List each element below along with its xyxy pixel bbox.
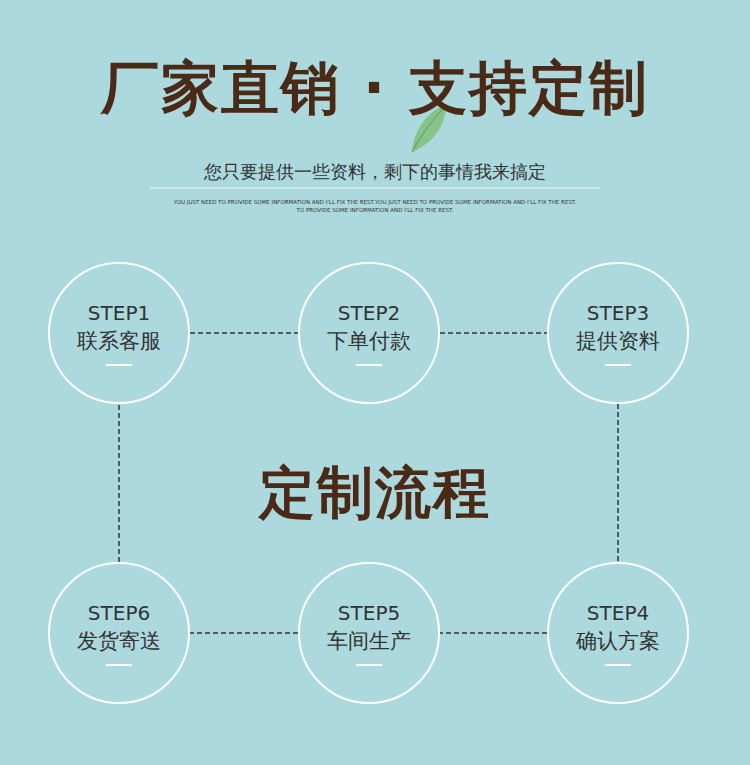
step-circle: STEP1联系客服: [48, 262, 190, 404]
dashed-connector: [440, 333, 547, 334]
dashed-connector: [119, 404, 120, 562]
step-circle: STEP5车间生产: [298, 562, 440, 704]
step-name: 联系客服: [77, 326, 161, 356]
step-number: STEP4: [587, 600, 649, 626]
step-name: 发货寄送: [77, 626, 161, 656]
dashed-connector: [440, 633, 547, 634]
section-heading: 定制流程: [0, 456, 750, 532]
underline-mark: [356, 364, 382, 366]
dashed-connector: [190, 333, 298, 334]
underline-mark: [106, 364, 132, 366]
step-number: STEP2: [338, 300, 400, 326]
underline-mark: [106, 664, 132, 666]
step-name: 下单付款: [327, 326, 411, 356]
step-circle: STEP4确认方案: [547, 562, 689, 704]
step-number: STEP3: [587, 300, 649, 326]
step-circle: STEP3提供资料: [547, 262, 689, 404]
step-name: 确认方案: [576, 626, 660, 656]
dashed-connector: [190, 633, 298, 634]
step-circle: STEP2下单付款: [298, 262, 440, 404]
underline-mark: [356, 664, 382, 666]
divider-line: [150, 188, 600, 189]
subtitle: 您只要提供一些资料，剩下的事情我来搞定: [0, 160, 750, 184]
english-note: YOU JUST NEED TO PROVIDE SOME INFORMATIO…: [0, 199, 750, 205]
english-note: TO PROVIDE SOME INFORMATION AND I'LL FIX…: [0, 207, 750, 213]
dashed-connector: [618, 404, 619, 562]
underline-mark: [605, 364, 631, 366]
step-circle: STEP6发货寄送: [48, 562, 190, 704]
step-number: STEP6: [88, 600, 150, 626]
step-number: STEP5: [338, 600, 400, 626]
step-name: 车间生产: [327, 626, 411, 656]
step-number: STEP1: [88, 300, 150, 326]
step-name: 提供资料: [576, 326, 660, 356]
underline-mark: [605, 664, 631, 666]
title: 厂家直销 · 支持定制: [0, 50, 750, 128]
